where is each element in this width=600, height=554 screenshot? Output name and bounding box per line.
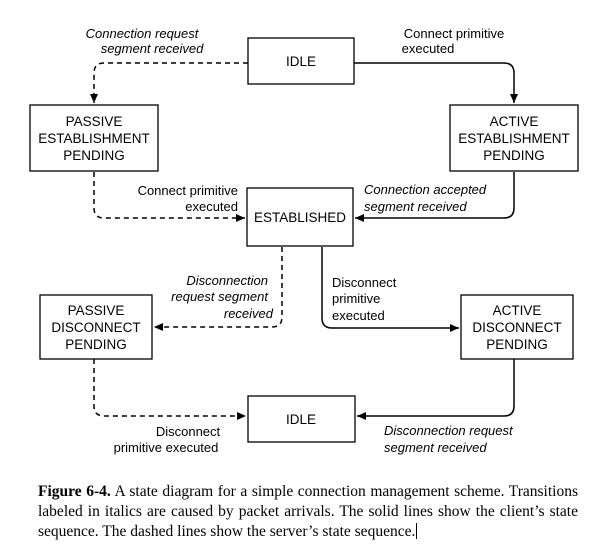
state-label: IDLE	[286, 412, 316, 427]
transition-label: segment received	[384, 440, 487, 455]
state-diagram: IDLE PASSIVE ESTABLISHMENT PENDING ACTIV…	[29, 26, 579, 455]
state-idle-bottom: IDLE	[247, 395, 356, 443]
figure-label: Figure 6-4.	[38, 483, 111, 500]
edge-disconnect-primitive-executed	[93, 359, 246, 420]
state-label: PASSIVE	[66, 114, 123, 129]
state-label: PASSIVE	[68, 303, 125, 318]
state-label: ESTABLISHMENT	[38, 131, 150, 146]
state-label: PENDING	[486, 337, 548, 352]
transition-label: executed	[185, 199, 238, 214]
text-cursor	[416, 523, 418, 539]
transition-label: Connection request	[86, 26, 200, 41]
transition-label: Disconnection request	[384, 423, 514, 438]
state-label: ESTABLISHMENT	[458, 131, 570, 146]
edge-connection-request	[90, 62, 248, 103]
state-label: IDLE	[286, 54, 316, 69]
label-connect-primitive-top: Connect primitive executed	[402, 26, 505, 56]
state-idle-top: IDLE	[247, 37, 355, 85]
label-connection-accepted: Connection accepted segment received	[364, 182, 487, 214]
label-disconnection-request-bottom: Disconnection request segment received	[384, 423, 514, 455]
state-established: ESTABLISHED	[246, 187, 354, 247]
transition-label: primitive executed	[114, 440, 219, 455]
transition-label: executed	[402, 41, 455, 56]
label-connection-request: Connection request segment received	[86, 26, 204, 56]
transition-label: Connect primitive	[138, 183, 238, 198]
transition-label: received	[224, 306, 274, 321]
state-passive-establishment-pending: PASSIVE ESTABLISHMENT PENDING	[29, 104, 159, 172]
label-connect-primitive-mid: Connect primitive executed	[138, 183, 238, 214]
transition-label: segment received	[364, 199, 467, 214]
transition-label: Disconnect	[332, 275, 397, 290]
transition-label: request segment	[171, 289, 269, 304]
edge-connect-primitive-top	[354, 62, 518, 103]
state-label: ACTIVE	[490, 114, 539, 129]
transition-label: Disconnect	[156, 424, 221, 439]
caption-text: A state diagram for a simple connection …	[38, 483, 578, 540]
state-passive-disconnect-pending: PASSIVE DISCONNECT PENDING	[39, 294, 153, 360]
state-label: DISCONNECT	[472, 320, 561, 335]
figure-caption: Figure 6-4. A state diagram for a simple…	[38, 482, 578, 542]
state-label: DISCONNECT	[51, 320, 140, 335]
edge-disconnect-primitive	[321, 247, 459, 332]
edge-connection-accepted	[355, 172, 515, 222]
transition-label: Connect primitive	[404, 26, 504, 41]
transition-label: segment received	[101, 41, 204, 56]
transition-label: executed	[332, 308, 385, 323]
state-label: PENDING	[65, 337, 127, 352]
state-active-establishment-pending: ACTIVE ESTABLISHMENT PENDING	[449, 104, 579, 172]
state-label: PENDING	[483, 148, 545, 163]
state-label: ACTIVE	[493, 303, 542, 318]
transition-label: Disconnection	[186, 273, 268, 288]
label-disconnect-primitive: Disconnect primitive executed	[332, 275, 397, 323]
edge-disconnection-request-bottom	[357, 359, 515, 420]
label-disconnection-request-segment: Disconnection request segment received	[171, 273, 274, 321]
state-active-disconnect-pending: ACTIVE DISCONNECT PENDING	[460, 294, 574, 360]
label-disconnect-primitive-executed: Disconnect primitive executed	[114, 424, 221, 455]
state-label: ESTABLISHED	[254, 210, 346, 225]
transition-label: primitive	[332, 291, 380, 306]
transition-label: Connection accepted	[364, 182, 487, 197]
edge-connect-primitive-mid	[93, 172, 245, 222]
state-label: PENDING	[63, 148, 125, 163]
